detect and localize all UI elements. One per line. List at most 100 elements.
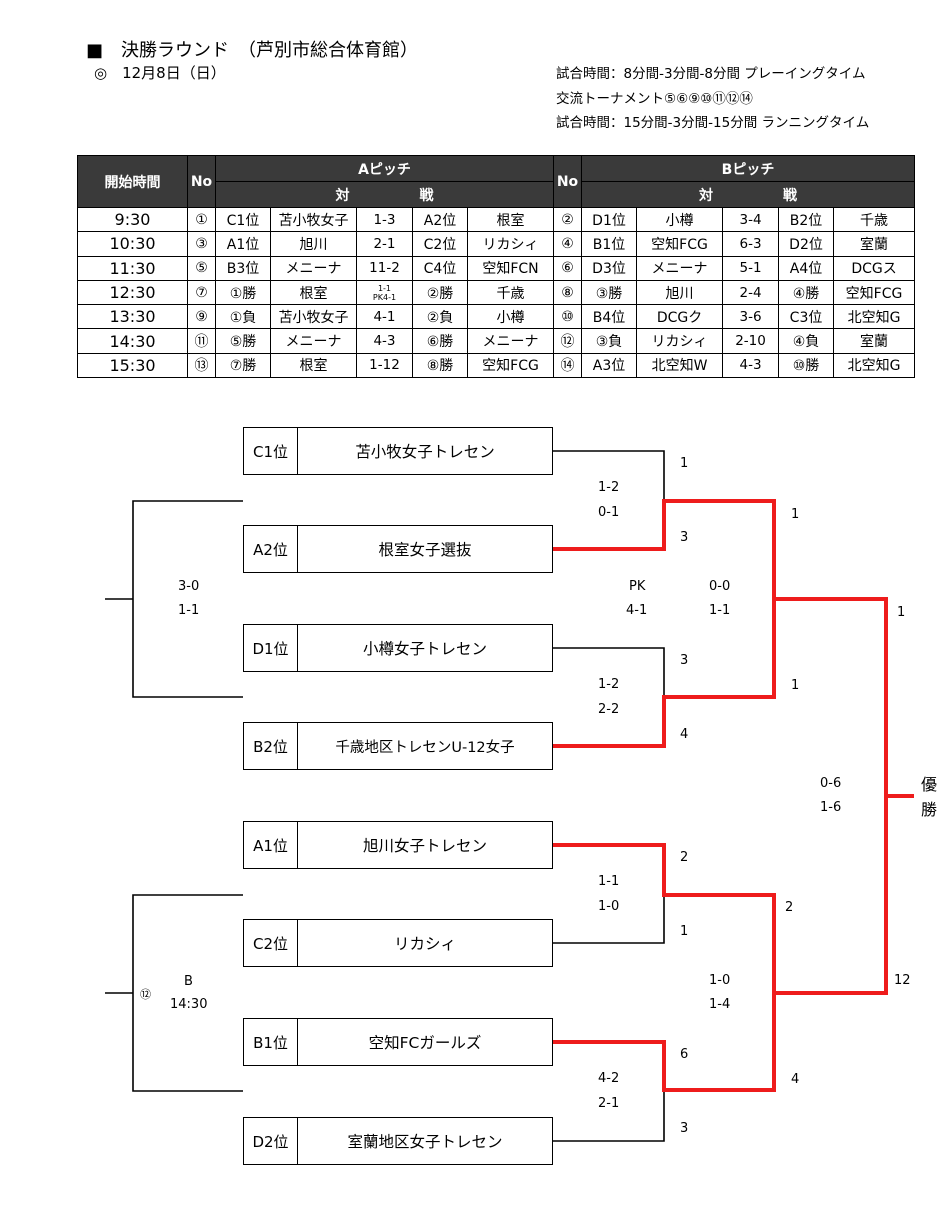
m1-half1: 1-2 [598,480,620,495]
s1-half1: 0-0 [709,579,731,594]
consolation-top-half2: 1-1 [178,603,200,618]
winner-lines [553,499,914,1092]
m3-half2: 1-0 [598,899,620,914]
cell-b-t2: 室蘭 [833,231,916,257]
s2-half1: 1-0 [709,973,731,988]
s1-pk-score: 4-1 [626,603,648,618]
cell-b-sc: 3-6 [722,304,780,330]
team-name-box: 根室女子選抜 [297,525,553,573]
cell-a-t1: 旭川 [270,231,357,257]
cell-b-r2: ⑩勝 [778,352,835,379]
cell-a-no: ③ [187,231,216,257]
cell-time: 10:30 [77,231,188,257]
team-name-box: リカシィ [297,919,553,967]
event-date: ◎ 12月8日（日） [94,64,226,82]
cell-a-r2: C4位 [412,255,468,281]
cell-a-sc: 1-3 [356,206,413,233]
m3-bottom-score: 1 [680,924,689,939]
cell-b-r1: D3位 [581,255,638,281]
s2-half2: 1-4 [709,997,731,1012]
m4-top-score: 6 [680,1047,689,1062]
match-time-info-1: 試合時間：8分間-3分間-8分間 プレーイングタイム [556,66,866,82]
cell-time: 9:30 [77,206,188,233]
cell-time: 12:30 [77,279,188,306]
cell-b-r1: B4位 [581,304,638,330]
team-name-box: 千歳地区トレセンU-12女子 [297,722,553,770]
cell-a-no: ① [187,206,216,233]
cell-a-t2: 根室 [466,206,555,233]
consolation-bottom-match-no: ⑫ [140,988,151,1001]
cell-b-t2: 北空知G [833,304,916,330]
m1-loser-line [553,450,665,500]
cell-a-r2: ⑥勝 [412,328,468,354]
s2-top-score: 2 [785,900,794,915]
cell-a-r1: ①勝 [215,279,271,306]
m2-half1: 1-2 [598,677,620,692]
consolation-bracket-top [132,500,243,698]
cell-a-sc: 4-3 [356,328,413,354]
cell-a-r1: ①負 [215,304,271,330]
cell-a-no: ⑬ [187,352,216,379]
champion-label-2: 勝 [920,800,937,819]
cell-b-no: ⑧ [553,279,583,306]
cell-b-r1: A3位 [581,352,638,379]
cell-b-t2: DCGス [833,255,916,281]
header-match-a: 対戦 [214,181,555,208]
consolation-bottom-pitch: B [184,974,193,989]
cell-b-t1: DCGク [636,304,724,330]
cell-a-t1: 苫小牧女子 [270,304,357,330]
team-rank-box: C1位 [243,427,298,475]
cell-a-t1: 根室 [270,279,357,306]
cell-b-no: ② [553,206,583,233]
cell-a-sc: 11-2 [356,255,413,281]
m4-winner-line [553,993,776,1092]
m1-bottom-score: 3 [680,530,689,545]
consolation-bottom-time: 14:30 [170,997,208,1012]
m2-top-score: 3 [680,653,689,668]
cell-a-t1: メニーナ [270,328,357,354]
cell-a-r1: ⑦勝 [215,352,271,379]
cell-a-t1: メニーナ [270,255,357,281]
cell-a-t2: 空知FCN [466,255,555,281]
m3-top-score: 2 [680,850,689,865]
m4-half2: 2-1 [598,1096,620,1111]
cell-time: 15:30 [77,352,188,379]
team-rank-box: A1位 [243,821,298,869]
cell-b-r1: ③勝 [581,279,638,306]
m4-bottom-score: 3 [680,1121,689,1136]
s2-winner-line [774,796,888,995]
cell-b-sc: 4-3 [722,352,780,379]
cell-a-sc: 4-1 [356,304,413,330]
team-rank-box: B2位 [243,722,298,770]
m4-loser-line [553,1090,665,1142]
s1-bottom-score: 1 [791,678,800,693]
cell-b-t1: 旭川 [636,279,724,306]
cell-a-no: ⑦ [187,279,216,306]
cell-a-r2: A2位 [412,206,468,233]
team-rank-box: C2位 [243,919,298,967]
cell-b-t2: 室蘭 [833,328,916,354]
cell-b-t1: リカシィ [636,328,724,354]
team-name-box: 室蘭地区女子トレセン [297,1117,553,1165]
final-bottom-score: 12 [894,973,911,988]
s1-top-score: 1 [791,507,800,522]
cell-b-r2: D2位 [778,231,835,257]
pk-regular-score: 1-1 [377,283,392,293]
cell-a-t1: 根室 [270,352,357,379]
cell-b-sc: 5-1 [722,255,780,281]
pk-shootout-score: PK4-1 [372,292,397,302]
team-name-box: 旭川女子トレセン [297,821,553,869]
cell-b-no: ⑩ [553,304,583,330]
exchange-tournament-info: 交流トーナメント⑤⑥⑨⑩⑪⑫⑭ [556,91,753,107]
team-rank-box: D1位 [243,624,298,672]
header-match-b: 対戦 [581,181,916,208]
team-name-box: 空知FCガールズ [297,1018,553,1066]
page-title: ■ 決勝ラウンド （芦別市総合体育館） [86,40,419,61]
cell-b-t1: メニーナ [636,255,724,281]
